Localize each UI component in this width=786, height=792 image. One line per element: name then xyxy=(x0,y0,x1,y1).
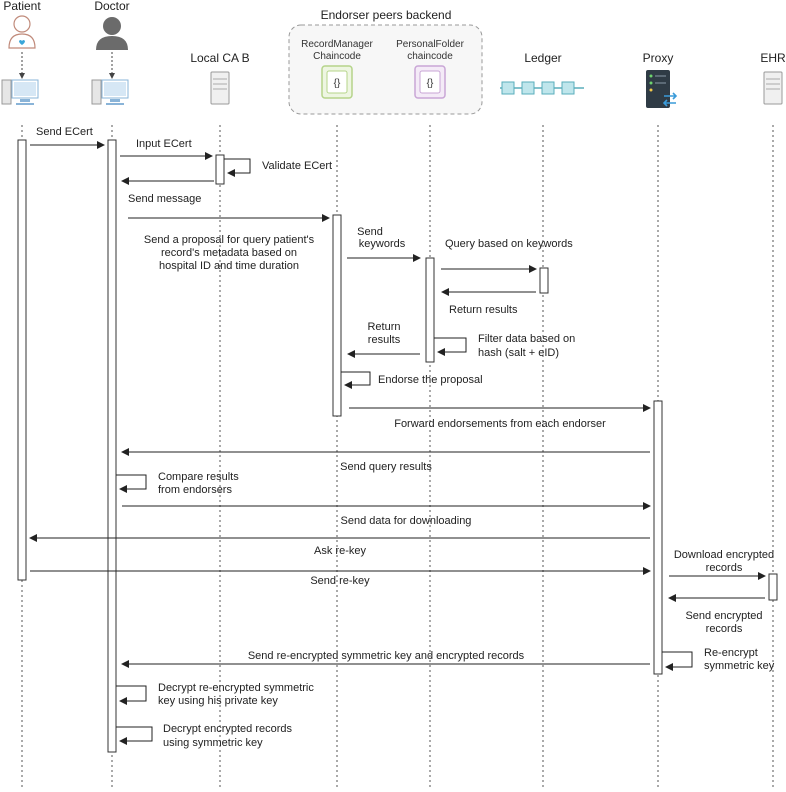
server-icon xyxy=(210,71,230,105)
ledger-label: Ledger xyxy=(524,51,561,65)
send-encrypted-label-2: records xyxy=(706,623,743,635)
proxy-server-icon xyxy=(646,70,678,108)
local-ca-activation xyxy=(215,154,225,185)
decrypt-records-label-2: using symmetric key xyxy=(163,737,263,749)
ehr-activation xyxy=(768,573,778,601)
svg-text:{}: {} xyxy=(427,78,434,89)
return-results-label: Return results xyxy=(449,304,518,316)
forward-endorsements-label: Forward endorsements from each endorser xyxy=(394,418,606,430)
ask-rekey-label: Ask re-key xyxy=(314,545,366,557)
send-message-label: Send message xyxy=(128,193,201,205)
filter-data-label-2: hash (salt + eID) xyxy=(478,347,559,359)
proposal-label-3: hospital ID and time duration xyxy=(159,260,299,272)
input-ecert-label: Input ECert xyxy=(136,138,192,150)
send-reencrypted-label: Send re-encrypted symmetric key and encr… xyxy=(248,650,525,662)
send-encrypted-label-1: Send encrypted xyxy=(685,610,762,622)
chaincode-document-icon: {} xyxy=(321,65,353,99)
svg-text:{}: {} xyxy=(334,78,341,89)
blockchain-ledger-icon xyxy=(500,81,584,95)
compare-results-arrow xyxy=(116,474,147,493)
reencrypt-label-1: Re-encrypt xyxy=(704,647,758,659)
filter-data-arrow xyxy=(434,337,467,356)
personal-folder-activation xyxy=(425,257,435,363)
filter-data-label-1: Filter data based on xyxy=(478,333,575,345)
proxy-activation xyxy=(653,400,663,675)
desktop-computer-icon xyxy=(91,79,129,105)
chaincode-document-icon: {} xyxy=(414,65,446,99)
patient-avatar-icon xyxy=(8,15,36,49)
download-encrypted-label-2: records xyxy=(706,562,743,574)
doctor-activation xyxy=(107,139,117,753)
return-results-2-label-1: Return xyxy=(367,321,400,333)
endorser-group-label: Endorser peers backend xyxy=(321,8,452,22)
decrypt-key-label-1: Decrypt re-encrypted symmetric xyxy=(158,682,314,694)
record-manager-activation xyxy=(332,214,342,417)
send-keywords-label-2: keywords xyxy=(359,238,406,250)
query-keywords-label: Query based on keywords xyxy=(445,238,573,250)
record-manager-label-2: Chaincode xyxy=(313,51,361,62)
send-rekey-label: Send re-key xyxy=(310,575,370,587)
doctor-label: Doctor xyxy=(94,0,129,13)
endorse-proposal-label: Endorse the proposal xyxy=(378,374,483,386)
doctor-avatar-icon xyxy=(96,17,128,50)
personal-folder-label-2: chaincode xyxy=(407,51,453,62)
personal-folder-label-1: PersonalFolder xyxy=(396,39,464,50)
send-data-download-label: Send data for downloading xyxy=(341,515,472,527)
server-icon xyxy=(763,71,783,105)
ehr-label: EHR xyxy=(760,51,786,65)
proxy-label: Proxy xyxy=(643,51,674,65)
send-query-results-label: Send query results xyxy=(340,461,432,473)
compare-results-label-2: from endorsers xyxy=(158,484,232,496)
return-results-2-label-2: results xyxy=(368,334,401,346)
proposal-label-2: record's metadata based on xyxy=(161,247,297,259)
decrypt-records-label-1: Decrypt encrypted records xyxy=(163,723,292,735)
reencrypt-label-2: symmetric key xyxy=(704,660,775,672)
download-encrypted-label-1: Download encrypted xyxy=(674,549,774,561)
compare-results-label-1: Compare results xyxy=(158,471,239,483)
proposal-label-1: Send a proposal for query patient's xyxy=(144,234,315,246)
ledger-activation xyxy=(539,267,549,294)
patient-label: Patient xyxy=(3,0,41,13)
reencrypt-arrow xyxy=(662,651,693,671)
record-manager-label-1: RecordManager xyxy=(301,39,373,50)
local-ca-label: Local CA B xyxy=(190,51,249,65)
decrypt-records-arrow xyxy=(116,726,153,745)
decrypt-key-label-2: key using his private key xyxy=(158,695,278,707)
patient-activation xyxy=(17,139,27,581)
validate-ecert-arrow xyxy=(224,158,251,177)
decrypt-key-arrow xyxy=(116,685,147,705)
endorse-proposal-arrow xyxy=(341,371,371,389)
desktop-computer-icon xyxy=(1,79,39,105)
send-ecert-label: Send ECert xyxy=(36,126,93,138)
validate-ecert-label: Validate ECert xyxy=(262,160,332,172)
send-keywords-label-1: Send xyxy=(357,226,383,238)
